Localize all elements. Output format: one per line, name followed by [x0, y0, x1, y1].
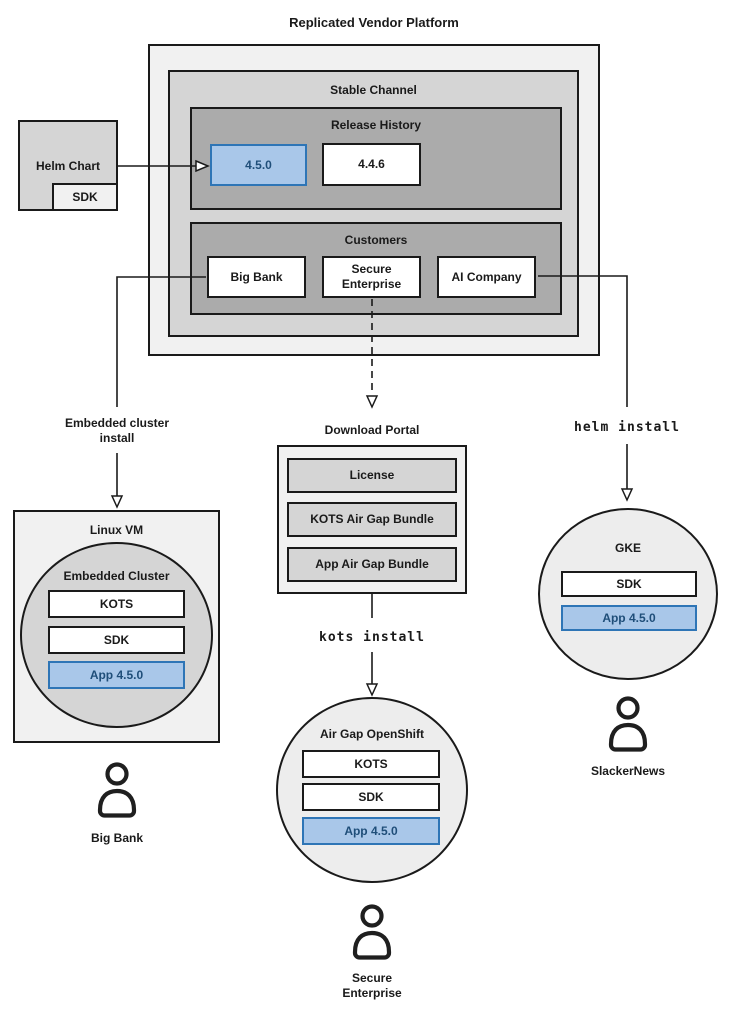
- kots-airgap-bundle-box: KOTS Air Gap Bundle: [287, 502, 457, 537]
- stable-channel-box: Stable Channel Release History 4.5.0 4.4…: [168, 70, 579, 337]
- gke-label: GKE: [614, 541, 641, 555]
- embedded-app-box: App 4.5.0: [48, 661, 185, 689]
- customers-box: Customers Big Bank Secure Enterprise AI …: [190, 222, 562, 315]
- release-450-box: 4.5.0: [210, 144, 307, 186]
- secure-enterprise-user-label: Secure Enterprise: [302, 971, 442, 1001]
- release-history-label: Release History: [330, 118, 422, 132]
- airgap-openshift-label: Air Gap OpenShift: [319, 727, 424, 741]
- customer-ai-company-box: AI Company: [437, 256, 536, 298]
- airgap-openshift-circle: Air Gap OpenShift KOTS SDK App 4.5.0: [276, 697, 468, 883]
- linux-vm-label: Linux VM: [89, 523, 144, 537]
- secure-enterprise-user-line2: Enterprise: [342, 986, 402, 1000]
- platform-box: Stable Channel Release History 4.5.0 4.4…: [148, 44, 600, 356]
- stable-channel-label: Stable Channel: [330, 83, 417, 97]
- embedded-install-arrow: [110, 453, 124, 509]
- slackernews-user-icon: [604, 695, 652, 753]
- big-bank-user-icon: [93, 761, 141, 819]
- embedded-cluster-label: Embedded Cluster: [63, 569, 170, 583]
- embedded-install-line1: Embedded cluster: [64, 416, 170, 430]
- openshift-kots-box: KOTS: [302, 750, 440, 778]
- license-box: License: [287, 458, 457, 493]
- embedded-sdk-box: SDK: [48, 626, 185, 654]
- helm-chart-sdk-box: SDK: [52, 183, 118, 211]
- customers-label: Customers: [344, 233, 408, 247]
- kots-install-label: kots install: [319, 630, 425, 645]
- helm-chart-box: Helm Chart SDK: [18, 120, 118, 211]
- download-portal-box: License KOTS Air Gap Bundle App Air Gap …: [277, 445, 467, 594]
- slackernews-user-label: SlackerNews: [590, 764, 666, 778]
- release-history-box: Release History 4.5.0 4.4.6: [190, 107, 562, 210]
- release-446-box: 4.4.6: [322, 143, 421, 186]
- download-portal-label: Download Portal: [324, 423, 420, 437]
- app-airgap-bundle-box: App Air Gap Bundle: [287, 547, 457, 582]
- gke-sdk-box: SDK: [561, 571, 697, 597]
- embedded-install-label: Embedded cluster install: [37, 416, 197, 446]
- embedded-kots-box: KOTS: [48, 590, 185, 618]
- embedded-cluster-circle: Embedded Cluster KOTS SDK App 4.5.0: [20, 542, 213, 728]
- openshift-sdk-box: SDK: [302, 783, 440, 811]
- helm-chart-label: Helm Chart: [35, 159, 100, 173]
- embedded-install-line2: install: [99, 431, 135, 445]
- customer-secure-enterprise-box: Secure Enterprise: [322, 256, 421, 298]
- gke-circle: GKE SDK App 4.5.0: [538, 508, 718, 680]
- secure-enterprise-user-icon: [348, 903, 396, 961]
- big-bank-user-label: Big Bank: [90, 831, 143, 845]
- openshift-app-box: App 4.5.0: [302, 817, 440, 845]
- secure-enterprise-user-line1: Secure: [351, 971, 393, 985]
- helm-install-arrow: [620, 444, 634, 502]
- helm-install-label: helm install: [574, 420, 680, 435]
- kots-install-arrow: [365, 652, 379, 697]
- diagram-title: Replicated Vendor Platform: [289, 15, 459, 30]
- gke-app-box: App 4.5.0: [561, 605, 697, 631]
- linux-vm-box: Linux VM Embedded Cluster KOTS SDK App 4…: [13, 510, 220, 743]
- customer-big-bank-box: Big Bank: [207, 256, 306, 298]
